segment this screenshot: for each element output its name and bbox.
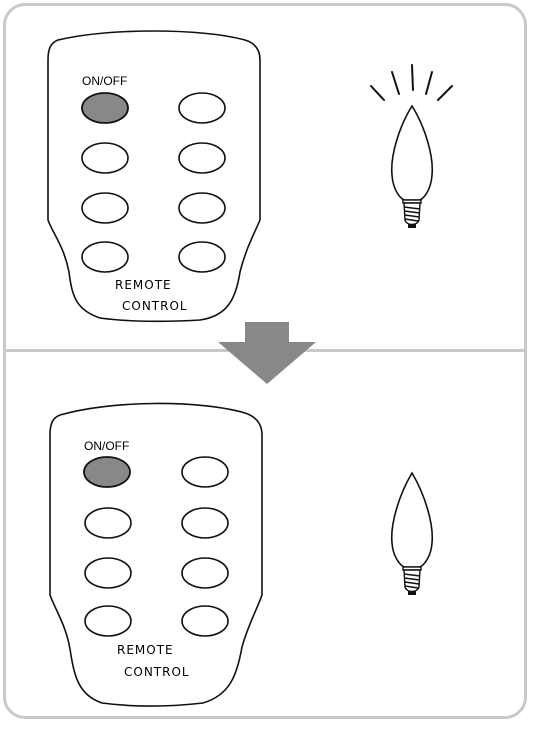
remote-button[interactable] <box>182 508 228 538</box>
remote-button[interactable] <box>85 558 131 588</box>
remote-button[interactable] <box>182 606 228 636</box>
remote-label-line2: CONTROL <box>122 299 188 313</box>
light-bulb-icon <box>392 473 433 595</box>
remote-control-icon: ON/OFF REMOTE CONTROL <box>50 403 262 706</box>
remote-label-line1: REMOTE <box>115 278 172 292</box>
remote-label-line1: REMOTE <box>117 643 174 657</box>
down-arrow-icon <box>218 322 316 384</box>
remote-label-line2: CONTROL <box>124 665 190 679</box>
remote-button[interactable] <box>179 93 225 123</box>
remote-button[interactable] <box>179 143 225 173</box>
remote-button[interactable] <box>82 193 128 223</box>
power-label: ON/OFF <box>82 74 127 88</box>
glow-rays-icon <box>371 65 452 100</box>
step-2-panel: ON/OFF REMOTE CONTROL <box>0 385 534 725</box>
power-button[interactable] <box>84 457 130 487</box>
remote-button[interactable] <box>179 242 225 272</box>
step-1-illustration: ON/OFF REMOTE CONTROL <box>0 10 534 350</box>
step-2-illustration: ON/OFF REMOTE CONTROL <box>0 385 534 725</box>
power-label: ON/OFF <box>84 439 129 453</box>
step-1-panel: ON/OFF REMOTE CONTROL <box>0 10 534 350</box>
remote-button[interactable] <box>85 508 131 538</box>
remote-button[interactable] <box>82 143 128 173</box>
remote-button[interactable] <box>82 242 128 272</box>
remote-control-icon: ON/OFF REMOTE CONTROL <box>48 31 260 321</box>
remote-button[interactable] <box>182 558 228 588</box>
remote-button[interactable] <box>182 457 228 487</box>
light-bulb-icon <box>371 65 452 228</box>
power-button[interactable] <box>82 93 128 123</box>
remote-button[interactable] <box>179 193 225 223</box>
remote-button[interactable] <box>85 606 131 636</box>
